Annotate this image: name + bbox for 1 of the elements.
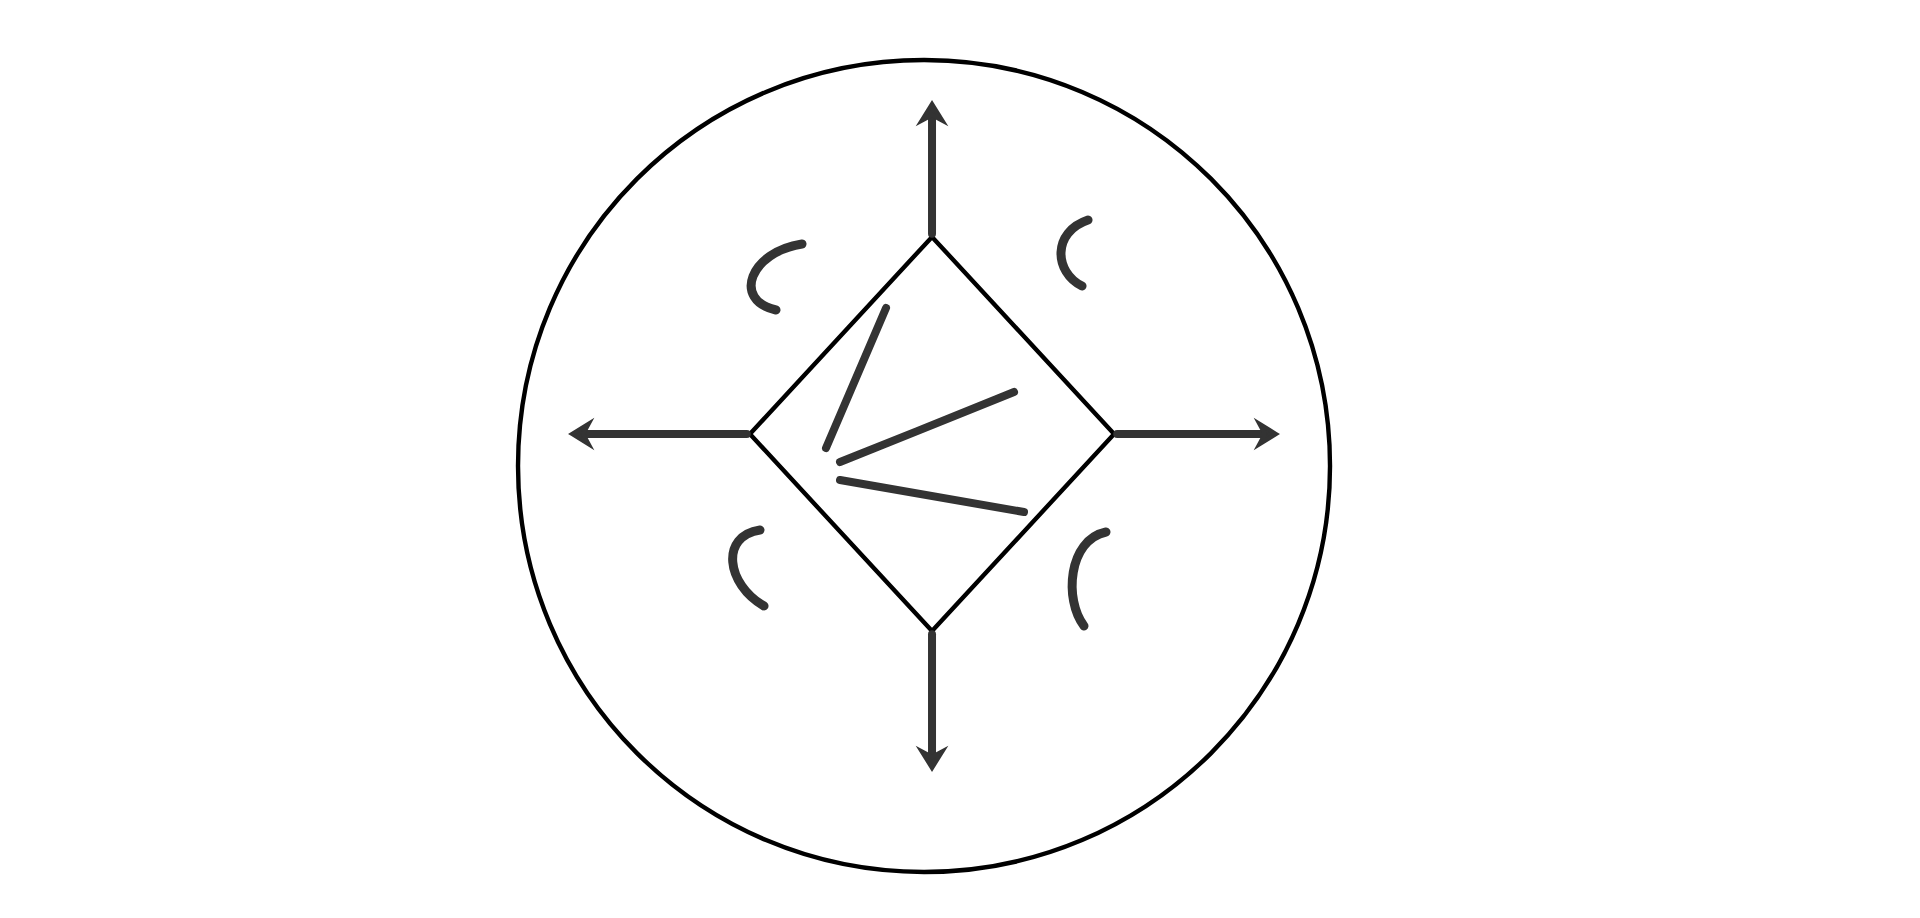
outer-circle [515,57,1333,875]
